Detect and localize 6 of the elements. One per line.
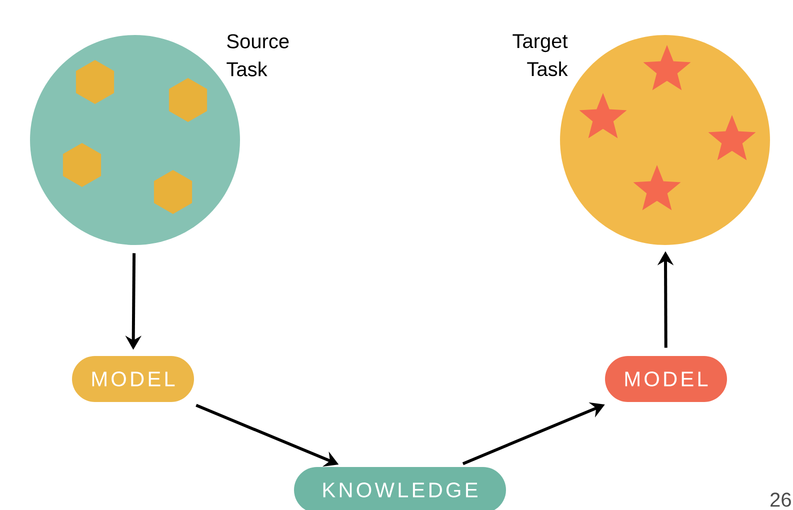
- model-pill: MODEL: [605, 356, 727, 402]
- task-title: Source Task: [226, 34, 289, 76]
- model-pill: KNOWLEDGE: [294, 467, 506, 510]
- page-number: 26: [770, 492, 791, 507]
- model-pill: MODEL: [72, 356, 194, 402]
- task-title: Target Task: [512, 34, 568, 76]
